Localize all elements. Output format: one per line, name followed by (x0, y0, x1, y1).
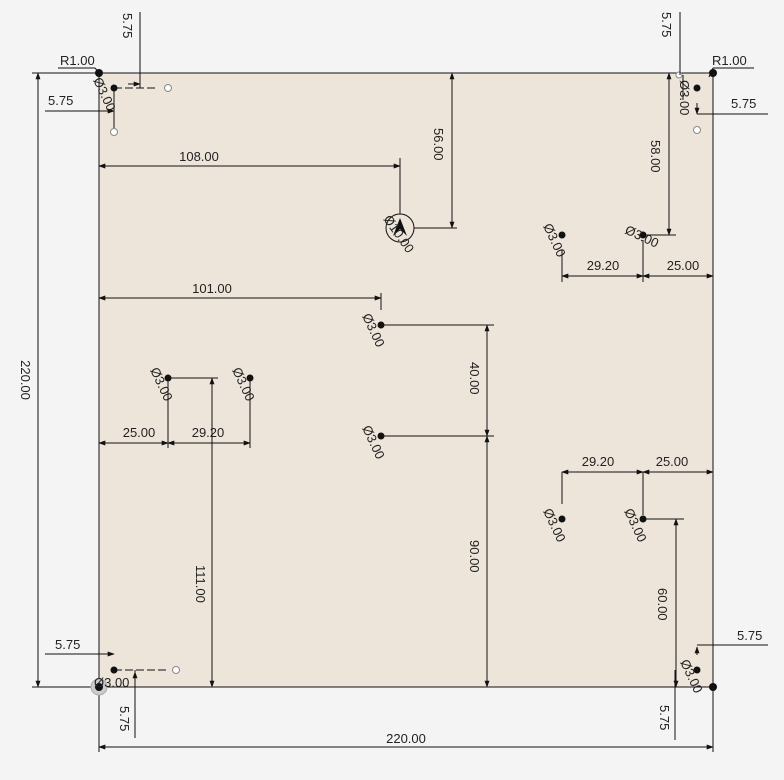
dim-tr-offset-x-text: 5.75 (659, 12, 674, 37)
corner-radius-top-left[interactable]: R1.00 (58, 53, 103, 77)
dim-br-offset-x[interactable]: 5.75 (694, 628, 768, 655)
dim-right-bottom-spacing[interactable]: 29.20 (561, 454, 644, 475)
dim-tl-offset-x[interactable]: 5.75 (120, 12, 141, 88)
plate-outline[interactable] (98, 72, 714, 688)
dim-right-bottom-spacing-text: 29.20 (582, 454, 615, 469)
corner-radius-top-right[interactable]: R1.00 (708, 53, 754, 78)
dim-center-hole-x-text: 108.00 (179, 149, 219, 164)
dim-right-bottom-edge[interactable]: 25.00 (642, 454, 714, 475)
dim-tr-offset-x[interactable]: 5.75 (659, 12, 681, 75)
dim-tl-offset-y-text: 5.75 (48, 93, 73, 108)
dim-tl-offset-y[interactable]: 5.75 (45, 93, 115, 114)
hole-top-right-label: Ø3.00 (677, 80, 692, 115)
dim-right-bottom-y[interactable]: 60.00 (655, 518, 679, 688)
dim-right-top-spacing[interactable]: 29.20 (561, 258, 644, 279)
dim-tr-offset-y-text: 5.75 (731, 96, 756, 111)
dim-mid-hole-x-text: 101.00 (192, 281, 232, 296)
dim-left-group-x-text: 25.00 (123, 425, 156, 440)
hole-bottom-left-label: Ø3.00 (94, 675, 129, 690)
dim-bl-offset-y[interactable]: 5.75 (117, 670, 138, 738)
dim-br-offset-y-text: 5.75 (657, 705, 672, 730)
dim-center-hole-y-text: 56.00 (431, 128, 446, 161)
dim-overall-width[interactable]: 220.00 (98, 690, 714, 752)
dim-mid-hole-spacing[interactable]: 40.00 (467, 324, 490, 437)
dim-overall-height-text: 220.00 (18, 360, 33, 400)
dim-tr-offset-y[interactable]: 5.75 (694, 96, 768, 115)
dim-bl-offset-x[interactable]: 5.75 (45, 637, 115, 657)
dim-mid-hole-x[interactable]: 101.00 (98, 281, 382, 301)
dim-right-top-edge[interactable]: 25.00 (642, 258, 714, 279)
hole-bottom-left[interactable]: Ø3.00 (90, 666, 180, 696)
corner-radius-top-right-text: R1.00 (712, 53, 747, 68)
dim-tl-offset-x-text: 5.75 (120, 13, 135, 38)
dim-overall-width-text: 220.00 (386, 731, 426, 746)
dim-right-top-y[interactable]: 58.00 (648, 72, 672, 236)
dim-right-bottom-edge-text: 25.00 (656, 454, 689, 469)
dim-mid-hole-bottom-text: 90.00 (467, 540, 482, 573)
dim-left-group-bottom[interactable]: 111.00 (193, 377, 215, 688)
dim-overall-height[interactable]: 220.00 (18, 72, 99, 688)
dim-mid-hole-spacing-text: 40.00 (467, 362, 482, 395)
dim-left-group-bottom-text: 111.00 (193, 565, 208, 603)
dim-bl-offset-y-text: 5.75 (117, 706, 132, 731)
dim-bl-offset-x-text: 5.75 (55, 637, 80, 652)
dim-right-top-edge-text: 25.00 (667, 258, 700, 273)
dim-right-bottom-y-text: 60.00 (655, 588, 670, 621)
dim-right-top-spacing-text: 29.20 (587, 258, 620, 273)
corner-radius-top-left-text: R1.00 (60, 53, 95, 68)
dim-mid-hole-bottom[interactable]: 90.00 (467, 435, 490, 688)
dim-center-hole-x[interactable]: 108.00 (98, 149, 401, 214)
dim-center-hole-y[interactable]: 56.00 (431, 72, 455, 229)
dim-left-group-spacing-text: 29.20 (192, 425, 225, 440)
dim-left-group-x[interactable]: 25.00 (98, 425, 169, 446)
dim-br-offset-x-text: 5.75 (737, 628, 762, 643)
dim-left-group-spacing[interactable]: 29.20 (167, 425, 251, 446)
dim-right-top-y-text: 58.00 (648, 140, 663, 173)
